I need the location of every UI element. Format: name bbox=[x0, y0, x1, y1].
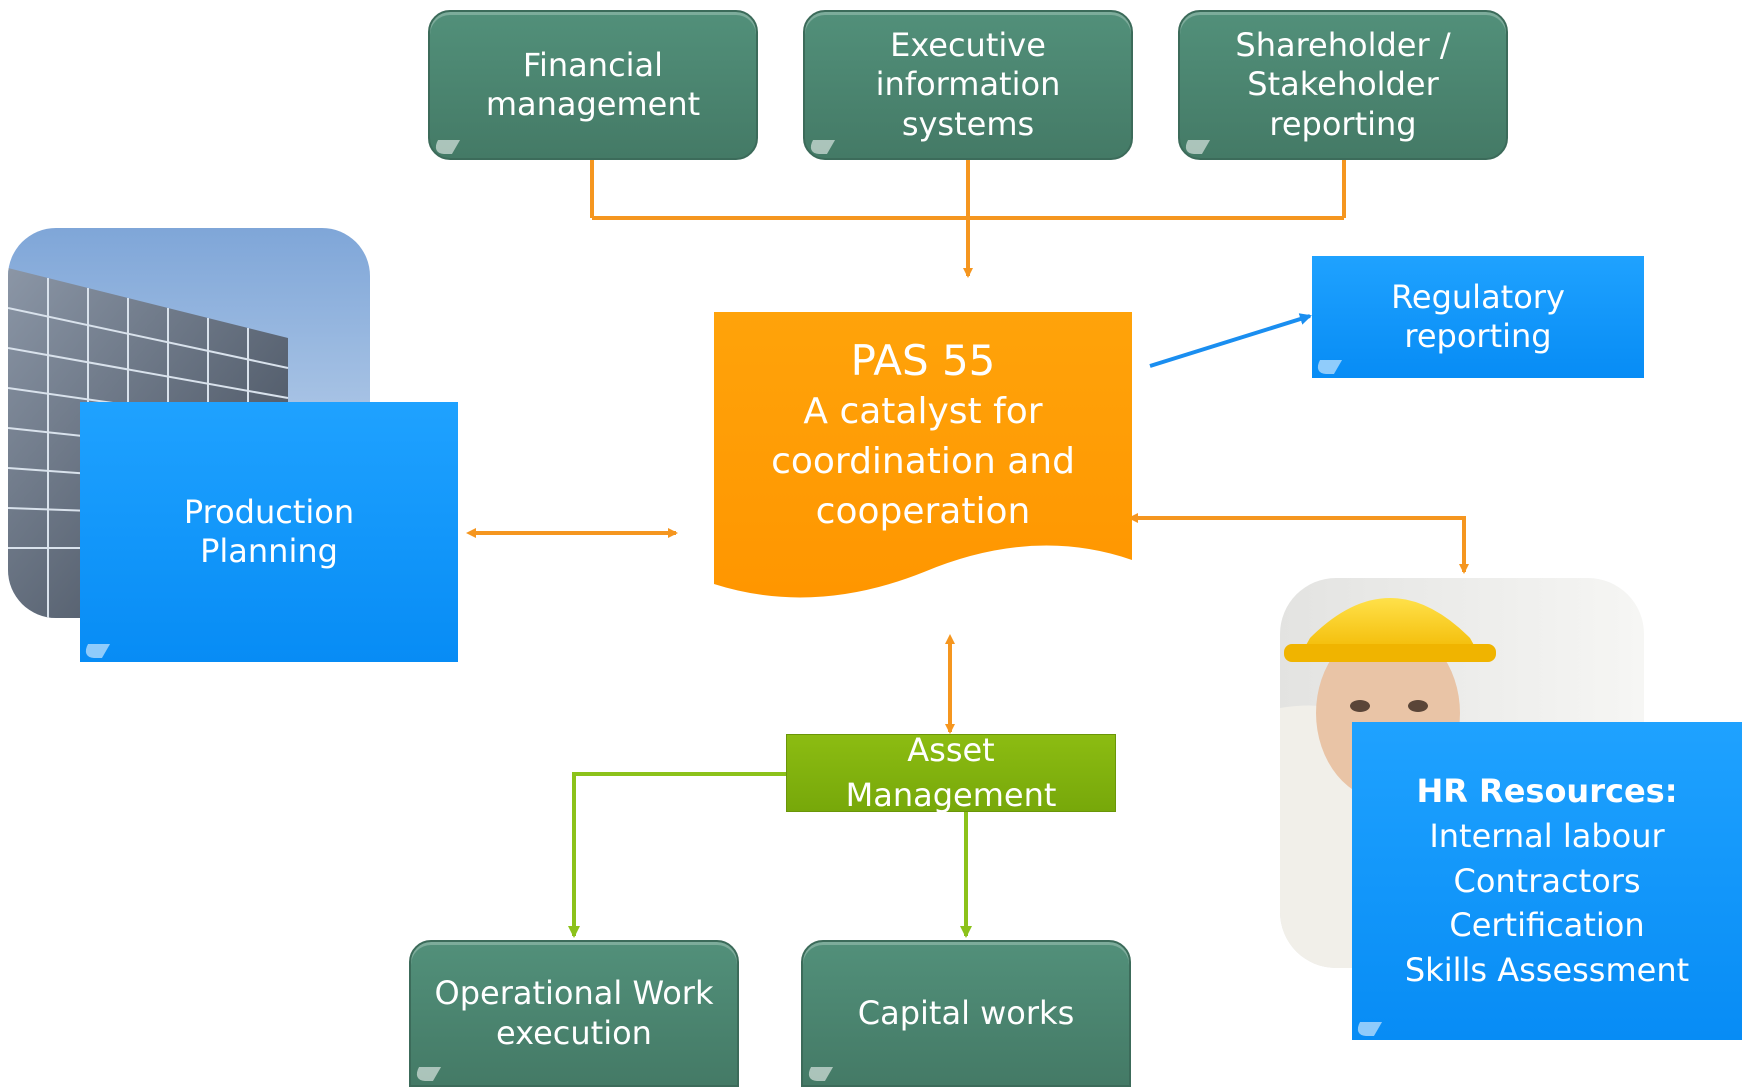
operational-work-label: Operational Work execution bbox=[434, 974, 714, 1052]
hr-resources-items: Internal labour Contractors Certificatio… bbox=[1404, 816, 1690, 990]
pas55-box: PAS 55 A catalyst for coordination and c… bbox=[714, 312, 1132, 612]
production-planning-box: Production Planning bbox=[80, 402, 458, 662]
pas55-subtitle: A catalyst for coordination and cooperat… bbox=[771, 390, 1075, 533]
production-planning-label: Production Planning bbox=[183, 492, 355, 570]
asset-management-label: Asset Management bbox=[845, 731, 1057, 814]
asset-management-box: Asset Management bbox=[786, 731, 1116, 814]
connector-regulatory bbox=[1149, 313, 1312, 368]
pas55-shape bbox=[714, 312, 1132, 598]
operational-work-box: Operational Work execution bbox=[409, 940, 739, 1087]
pas55-title: PAS 55 bbox=[850, 336, 996, 386]
executive-information-label: Executive information systems bbox=[875, 26, 1061, 143]
financial-management-box: Financial management bbox=[428, 10, 758, 160]
financial-management-label: Financial management bbox=[485, 45, 701, 123]
connector-operational bbox=[568, 772, 786, 938]
hr-resources-box: HR Resources: Internal labour Contractor… bbox=[1352, 722, 1742, 1040]
regulatory-reporting-label: Regulatory reporting bbox=[1391, 277, 1565, 355]
shareholder-reporting-box: Shareholder / Stakeholder reporting bbox=[1178, 10, 1508, 160]
executive-information-box: Executive information systems bbox=[803, 10, 1133, 160]
regulatory-reporting-box: Regulatory reporting bbox=[1312, 256, 1644, 378]
connector-hr bbox=[1128, 513, 1469, 574]
hr-resources-heading: HR Resources: bbox=[1416, 772, 1678, 810]
shareholder-reporting-label: Shareholder / Stakeholder reporting bbox=[1235, 26, 1451, 143]
capital-works-label: Capital works bbox=[857, 993, 1075, 1032]
capital-works-box: Capital works bbox=[801, 940, 1131, 1087]
